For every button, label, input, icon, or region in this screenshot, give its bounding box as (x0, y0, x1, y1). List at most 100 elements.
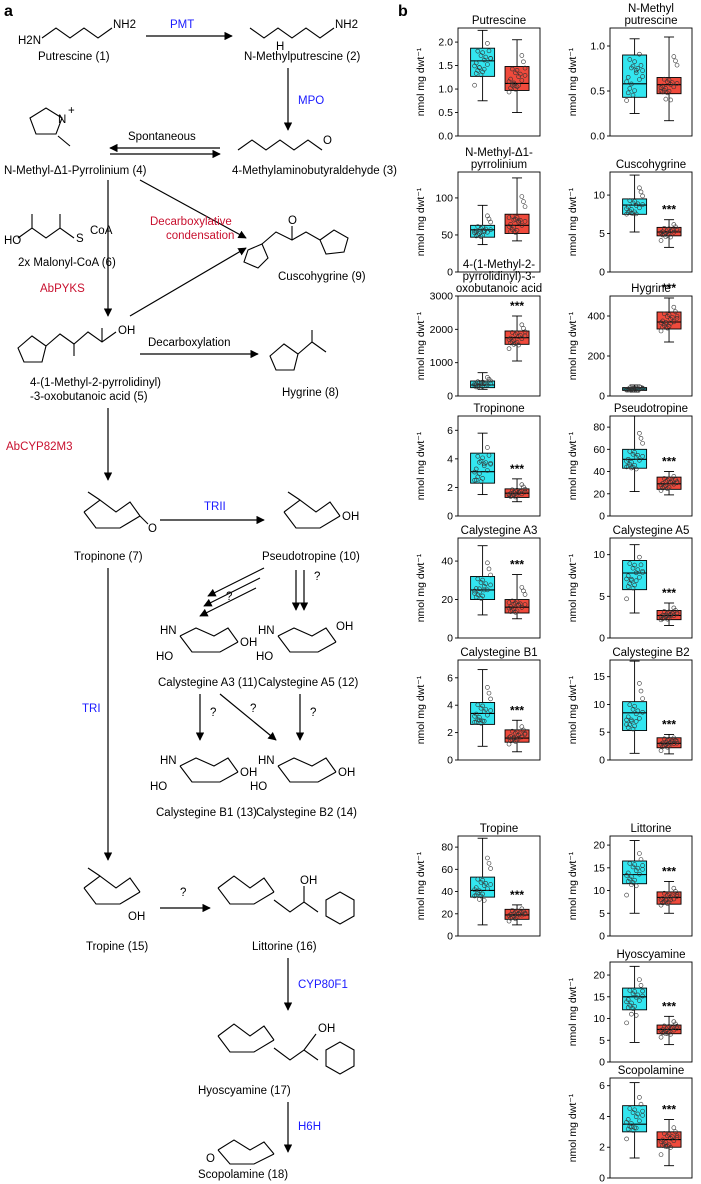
putrescine-structure: H2N NH2 (18, 19, 136, 47)
y-tick-label: 100 (435, 192, 453, 204)
data-point (658, 488, 664, 493)
data-point (477, 383, 482, 388)
data-point (485, 685, 490, 690)
data-point (627, 702, 633, 708)
chart-frame (609, 27, 693, 137)
q-a5: ? (314, 571, 320, 583)
atom-oh-b2: OH (338, 767, 355, 779)
data-point (633, 578, 639, 584)
arrow-to-a3-1 (207, 567, 265, 597)
data-point (522, 333, 528, 339)
data-point (519, 585, 525, 590)
data-point (624, 892, 629, 898)
data-point (673, 58, 678, 64)
data-point (633, 466, 639, 472)
data-point (669, 1025, 675, 1031)
data-point (480, 877, 485, 883)
data-point (473, 586, 479, 591)
data-point (629, 578, 634, 583)
y-tick-label: 1.0 (590, 41, 605, 53)
data-point (668, 234, 673, 240)
data-point (513, 86, 518, 92)
data-point (624, 98, 629, 103)
data-point (671, 304, 677, 310)
atom-o-cusco: O (288, 215, 297, 227)
significance-marker: *** (662, 455, 676, 469)
data-point (660, 1137, 665, 1143)
label-decarboxylation: Decarboxylation (148, 337, 230, 349)
enzyme-cyp80f1: CYP80F1 (298, 979, 348, 991)
data-point (625, 90, 631, 96)
chart-frame (609, 1077, 693, 1179)
data-point (488, 56, 493, 61)
y-tick-label: 0 (599, 267, 605, 279)
data-point (637, 554, 642, 560)
atom-oh-acid: OH (118, 325, 135, 337)
data-point (673, 309, 678, 314)
data-point (472, 588, 477, 594)
data-point (521, 59, 526, 65)
data-point (514, 493, 520, 499)
compound-pyrrolinium: N-Methyl-Δ1-Pyrrolinium (4) (4, 165, 147, 177)
data-point (640, 710, 645, 715)
y-tick-label: 20 (441, 594, 453, 606)
chart-title: putrescine (624, 15, 677, 27)
data-point (472, 477, 477, 483)
panel-b-label: b (398, 3, 408, 20)
data-point (638, 688, 644, 694)
chart-frame (609, 171, 693, 273)
data-point (522, 65, 528, 71)
y-tick-label: 0 (447, 267, 453, 279)
data-point (477, 380, 482, 385)
atom-h: H (276, 41, 284, 53)
data-point (663, 612, 669, 618)
atom-hn-b2: HN (258, 755, 275, 767)
data-point (669, 227, 675, 233)
atom-oh-a5: OH (336, 621, 353, 633)
data-point (627, 988, 633, 993)
compound-putrescine: Putrescine (1) (38, 51, 110, 63)
data-point (475, 702, 481, 708)
y-tick-label: 0 (447, 633, 453, 645)
data-point (473, 711, 479, 717)
data-point (521, 909, 526, 914)
data-point (666, 88, 672, 94)
y-tick-label: 10 (593, 1013, 605, 1025)
data-point (632, 450, 637, 455)
significance-marker: *** (662, 864, 676, 878)
data-point (674, 479, 680, 484)
chart-frame (609, 295, 693, 397)
data-point (485, 886, 490, 891)
data-point (630, 864, 636, 870)
data-point (519, 724, 525, 730)
data-point (630, 200, 636, 206)
calystegine-b2-structure: HN HO OH (250, 755, 355, 793)
data-point (637, 77, 642, 82)
data-point (481, 587, 487, 593)
atom-ho-a3: HO (156, 651, 173, 663)
data-point (480, 891, 485, 897)
data-point (663, 230, 669, 236)
data-point (625, 714, 631, 720)
significance-marker: *** (510, 462, 524, 476)
y-axis-label: nmol mg dwt⁻¹ (415, 851, 427, 920)
data-point (519, 322, 525, 328)
data-point (668, 479, 673, 485)
data-point (480, 703, 485, 709)
y-tick-label: 1.5 (438, 60, 453, 72)
significance-marker: *** (510, 888, 524, 902)
y-tick-label: 0 (447, 931, 453, 943)
data-point (666, 1142, 672, 1148)
data-point (475, 454, 481, 459)
data-point (632, 862, 637, 867)
data-point (638, 63, 644, 68)
data-point (666, 1030, 672, 1035)
chart-title: Hygrine (631, 283, 671, 295)
calystegine-a3-structure: HN HO OH (156, 625, 257, 663)
chart-frame (457, 171, 541, 273)
